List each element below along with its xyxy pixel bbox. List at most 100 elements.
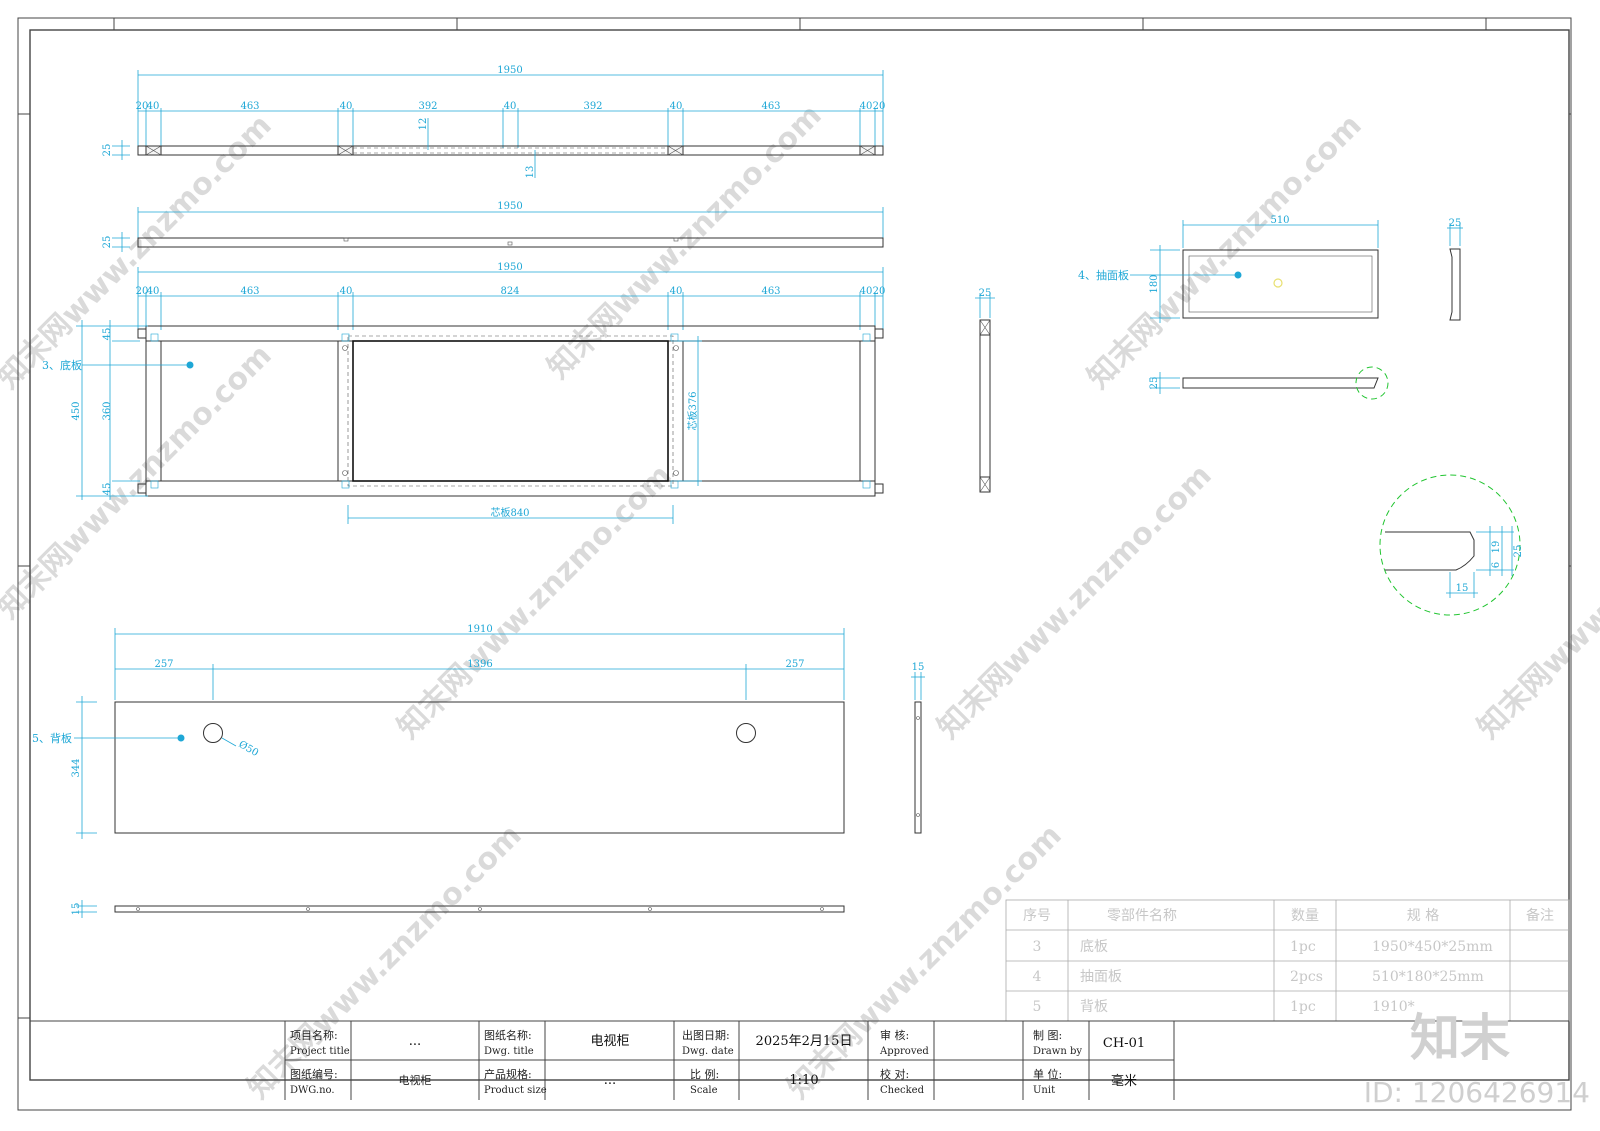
dim-drawer-height: 180 bbox=[1149, 274, 1160, 293]
watermark-text: 知末网www.znzmo.com bbox=[241, 818, 529, 1106]
watermark-layer: 知末网www.znzmo.com 知末网www.znzmo.com 知末网www… bbox=[0, 98, 1600, 1106]
dim-back-seg: 1396 bbox=[467, 659, 492, 670]
dim-top-seg: 392 bbox=[418, 101, 437, 112]
dim-back-thickness: 15 bbox=[71, 903, 82, 916]
dim-board-seg: 463 bbox=[761, 286, 780, 297]
bom-cell: 抽面板 bbox=[1080, 969, 1122, 985]
tb-unit-label-en: Unit bbox=[1033, 1085, 1055, 1096]
dim-back-height: 344 bbox=[71, 758, 82, 777]
label-back-panel: 5、背板 bbox=[32, 731, 72, 745]
handle-mark bbox=[1273, 278, 1283, 288]
bottom-board-view: 1950 20 40 463 40 824 40 463 40 20 bbox=[42, 262, 995, 524]
tb-unit-label: 单 位: bbox=[1033, 1067, 1062, 1081]
dim-top-seg: 40 bbox=[340, 101, 353, 112]
dim-top-thickness: 25 bbox=[102, 144, 113, 157]
tb-checked-label-en: Checked bbox=[880, 1085, 925, 1096]
top-view: 1950 20 40 463 40 392 40 392 40 463 40 2… bbox=[102, 65, 885, 178]
dim-detail-d3: 25 bbox=[1513, 545, 1524, 558]
dim-top-seg: 40 bbox=[860, 101, 873, 112]
tb-dwg-no-label: 图纸编号: bbox=[290, 1067, 338, 1081]
dim-top-seg: 40 bbox=[504, 101, 517, 112]
dim-back-seg: 257 bbox=[154, 659, 173, 670]
watermark-text: 知末网www.znzmo.com bbox=[931, 458, 1219, 746]
dim-board-seg: 40 bbox=[147, 286, 160, 297]
bom-header: 数量 bbox=[1291, 908, 1319, 924]
watermark-text: 知末网www.znzmo.com bbox=[1471, 458, 1600, 746]
tb-dwg-title-label: 图纸名称: bbox=[484, 1028, 532, 1042]
dim-middle-overall: 1950 bbox=[497, 201, 522, 212]
tb-product-size-label-en: Product size bbox=[484, 1085, 547, 1096]
dim-board-seg: 20 bbox=[136, 286, 149, 297]
dim-board-seg: 40 bbox=[340, 286, 353, 297]
bom-cell: 1pc bbox=[1290, 939, 1316, 955]
dim-top-seg: 40 bbox=[147, 101, 160, 112]
bom-cell: 4 bbox=[1033, 969, 1042, 985]
tb-dwg-date-value: 2025年2月15日 bbox=[756, 1034, 853, 1049]
bom-header: 规 格 bbox=[1407, 908, 1439, 924]
bom-header: 零部件名称 bbox=[1107, 908, 1177, 924]
dim-board-rail-bottom: 45 bbox=[102, 483, 113, 496]
tb-dwg-date-label-en: Dwg. date bbox=[682, 1046, 734, 1057]
watermark-text: 知末网www.znzmo.com bbox=[1081, 108, 1369, 396]
tb-approved-label: 审 核: bbox=[880, 1028, 909, 1042]
tb-project-title-value: ... bbox=[409, 1034, 421, 1049]
dim-top-seg: 20 bbox=[136, 101, 149, 112]
dim-back-hole: Ø50 bbox=[237, 739, 261, 759]
tb-scale-label-en: Scale bbox=[690, 1085, 718, 1096]
dim-board-overall: 1950 bbox=[497, 262, 522, 273]
watermark-text: 知末网www.znzmo.com bbox=[0, 108, 279, 396]
bom-cell: 5 bbox=[1033, 999, 1042, 1015]
watermark-text: 知末网www.znzmo.com bbox=[781, 818, 1069, 1106]
sheet-frame bbox=[17, 17, 1572, 1111]
dim-board-side-thickness: 25 bbox=[979, 288, 992, 299]
dim-detail-d4: 15 bbox=[1456, 583, 1469, 594]
bom-header: 序号 bbox=[1023, 908, 1051, 924]
bom-table: 序号 零部件名称 数量 规 格 备注 3 底板 1pc 1950*450*25m… bbox=[1005, 899, 1570, 1022]
label-drawer-face: 4、抽面板 bbox=[1078, 268, 1129, 282]
dim-top-seg: 463 bbox=[240, 101, 259, 112]
dim-board-height: 450 bbox=[71, 401, 82, 420]
bom-cell: 1910* bbox=[1372, 999, 1415, 1015]
tb-dwg-title-value: 电视柜 bbox=[590, 1034, 629, 1049]
dim-detail-d1: 19 bbox=[1491, 541, 1502, 554]
tb-unit-value: 毫米 bbox=[1111, 1073, 1137, 1089]
brand-id: ID: 1206426914 bbox=[1364, 1076, 1590, 1109]
bom-cell: 1950*450*25mm bbox=[1372, 939, 1493, 955]
tb-approved-label-en: Approved bbox=[879, 1046, 929, 1057]
brand-watermark: 知末 ID: 1206426914 bbox=[1364, 1009, 1590, 1109]
dim-top-seg: 20 bbox=[873, 101, 886, 112]
tb-drawn-value: CH-01 bbox=[1103, 1036, 1145, 1051]
tb-checked-label: 校 对: bbox=[880, 1067, 909, 1081]
bom-cell: 底板 bbox=[1080, 939, 1108, 955]
dim-middle-thickness: 25 bbox=[102, 236, 113, 249]
watermark-text: 知末网www.znzmo.com bbox=[541, 98, 829, 386]
dim-top-seg: 40 bbox=[670, 101, 683, 112]
brand-logo: 知末 bbox=[1410, 1009, 1510, 1067]
bom-cell: 2pcs bbox=[1290, 969, 1323, 985]
tb-project-title-label: 项目名称: bbox=[290, 1028, 338, 1042]
dim-core-width: 芯板840 bbox=[490, 506, 529, 519]
bom-cell: 背板 bbox=[1080, 999, 1108, 1015]
dim-board-seg: 40 bbox=[860, 286, 873, 297]
tb-scale-value: 1:10 bbox=[789, 1073, 818, 1088]
dim-top-slot: 13 bbox=[525, 166, 536, 179]
dim-drawer-width: 510 bbox=[1270, 215, 1289, 226]
watermark-text: 知末网www.znzmo.com bbox=[0, 338, 279, 626]
dim-board-seg: 824 bbox=[500, 286, 519, 297]
tb-dwg-title-label-en: Dwg. title bbox=[484, 1046, 534, 1057]
tb-product-size-label: 产品规格: bbox=[484, 1067, 532, 1081]
dim-board-rail-top: 45 bbox=[102, 328, 113, 341]
dim-top-seg: 463 bbox=[761, 101, 780, 112]
drawer-face-view: 510 4、抽面板 180 25 25 bbox=[1078, 215, 1463, 400]
tb-dwg-no-value: 电视柜 bbox=[399, 1073, 432, 1087]
tb-product-size-value: ... bbox=[604, 1073, 616, 1088]
dim-drawer-thickness: 25 bbox=[1149, 377, 1160, 390]
dim-back-seg: 257 bbox=[785, 659, 804, 670]
bom-cell: 3 bbox=[1033, 939, 1042, 955]
tb-dwg-date-label: 出图日期: bbox=[682, 1028, 730, 1042]
dim-board-seg: 463 bbox=[240, 286, 259, 297]
title-block: 项目名称: Project title ... 图纸编号: DWG.no. 电视… bbox=[30, 1020, 1569, 1100]
watermark-text: 知末网www.znzmo.com bbox=[391, 458, 679, 746]
dim-top-overall: 1950 bbox=[497, 65, 522, 76]
